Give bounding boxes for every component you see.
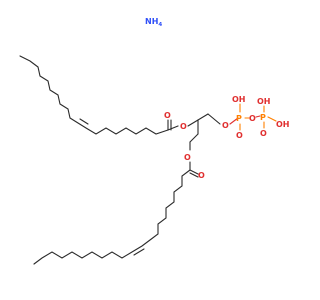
upper-carbonyl-oxygen: O — [164, 111, 171, 120]
lower-cis-double-bond — [133, 248, 145, 256]
molecule-structure: NH4 O O O P OH O O P OH OH O O O — [19, 17, 290, 265]
lower-carbonyl-bond-a — [189, 169, 199, 175]
p2-oh-right-bond — [267, 116, 277, 122]
p2-hydroxyl-top: OH — [257, 97, 271, 106]
phosphorus-1: P — [236, 114, 242, 123]
phosphorus-2: P — [260, 113, 266, 122]
o-p1-bond — [229, 117, 239, 125]
p2-hydroxyl-right: OH — [276, 120, 290, 129]
p1-hydroxyl: OH — [232, 95, 246, 104]
upper-acyl-chain — [19, 55, 169, 135]
glycerol-oxygen: O — [222, 121, 229, 130]
lower-ester-oxygen: O — [184, 153, 191, 162]
glycerol-bond-4 — [189, 133, 199, 143]
bridge-p2-bond — [255, 115, 261, 118]
ammonium-label: NH4 — [145, 17, 162, 28]
upper-ester-oxygen: O — [180, 122, 187, 131]
glycerol-bond-3 — [197, 113, 209, 121]
upper-cis-double-bond — [79, 118, 89, 125]
glycerol-bond-1 — [187, 119, 199, 127]
lower-carbonyl-bond-b — [189, 172, 199, 178]
lower-carbonyl-oxygen: O — [198, 171, 205, 180]
p2-double-bond-oxygen: O — [260, 129, 267, 138]
p1-double-bond-oxygen: O — [236, 131, 243, 140]
upper-ester-bond — [167, 125, 179, 131]
glycerol-bond-5 — [207, 113, 221, 125]
lower-acyl-chain — [33, 169, 191, 265]
bridge-oxygen: O — [249, 114, 256, 123]
